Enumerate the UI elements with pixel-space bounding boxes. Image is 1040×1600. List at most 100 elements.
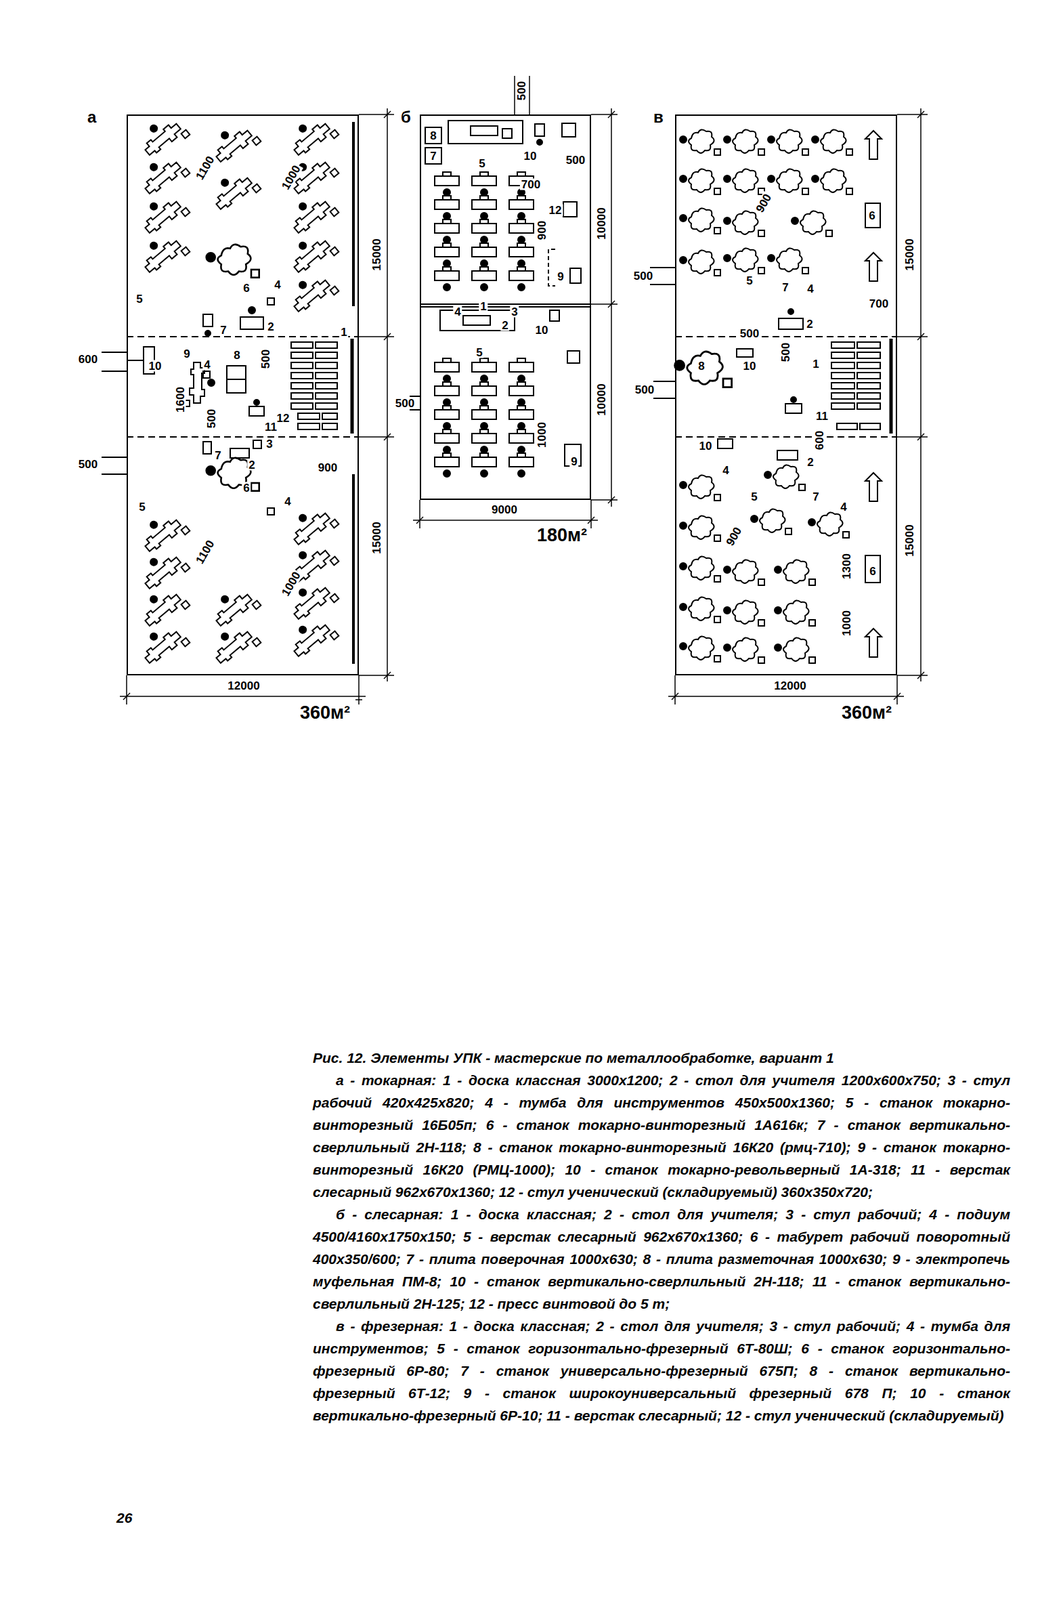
callout-number: 6 xyxy=(868,565,877,577)
callout-number: 1 xyxy=(339,326,349,338)
dimension-label: 12000 xyxy=(226,679,261,692)
callout-number: 9 xyxy=(569,455,579,468)
callout-number: 6 xyxy=(241,282,251,294)
callout-number: 7 xyxy=(780,281,790,294)
dimension-label: 500 xyxy=(260,348,272,370)
dimension-label: 900 xyxy=(723,524,745,550)
callout-number: 7 xyxy=(213,449,223,462)
callout-number: 5 xyxy=(134,293,144,305)
dimension-label: 700 xyxy=(520,178,542,191)
callout-number: 8 xyxy=(696,360,706,372)
legend-paragraph: в - фрезерная: 1 - доска классная; 2 - с… xyxy=(312,1314,1011,1426)
callout-number: 10 xyxy=(742,360,758,372)
workbenches xyxy=(434,171,534,477)
dimension-label: 500 xyxy=(632,270,655,282)
callout-number: 2 xyxy=(266,320,275,333)
callout-number: 1 xyxy=(811,358,820,370)
callout-number: 8 xyxy=(232,349,242,361)
plan-a-fixtures xyxy=(101,121,359,664)
plan-letter: б xyxy=(400,109,411,126)
callout-number: 2 xyxy=(805,318,814,330)
callout-number: 2 xyxy=(805,456,815,468)
dimension-label: 1100 xyxy=(192,153,217,183)
callout-number: 10 xyxy=(698,440,714,452)
dimension-label: 360м² xyxy=(840,703,894,722)
plan-letter: в xyxy=(653,109,664,126)
dimension-label: 900 xyxy=(316,461,339,474)
callout-number: 6 xyxy=(241,482,251,494)
dimension-label: 500 xyxy=(738,327,761,340)
callout-number: 1 xyxy=(478,300,488,313)
milling-machines xyxy=(675,129,853,663)
callout-number: 11 xyxy=(814,410,830,422)
dimension-label: 700 xyxy=(868,297,890,310)
callout-number: 6 xyxy=(867,209,877,222)
callout-number: 12 xyxy=(275,412,292,424)
dimension-label: 15000 xyxy=(371,236,383,272)
dimension-label: 1000 xyxy=(278,162,304,193)
figure-caption: Рис. 12. Элементы УПК - мастерские по ме… xyxy=(312,1046,1011,1069)
dimension-label: 500 xyxy=(633,383,656,396)
dimension-label: 15000 xyxy=(371,520,383,555)
dimension-label: 15000 xyxy=(903,236,916,272)
callout-number: 4 xyxy=(721,464,730,476)
workshop-plan: в xyxy=(675,114,898,676)
dimension-lines xyxy=(668,108,928,705)
dimension-label: 500 xyxy=(77,458,99,470)
dimension-label: 500 xyxy=(515,79,528,102)
page-number: 26 xyxy=(116,1509,133,1525)
dimension-label: 500 xyxy=(780,341,792,363)
callout-number: 4 xyxy=(272,278,282,291)
callout-number: 5 xyxy=(744,274,754,287)
dimension-label: 360м² xyxy=(298,703,352,722)
callout-number: 7 xyxy=(218,324,228,336)
dimension-label: 9000 xyxy=(490,503,519,516)
dimension-label: 10000 xyxy=(595,381,608,417)
student-chairs xyxy=(291,341,338,430)
callout-number: 2 xyxy=(247,459,256,471)
callout-number: 10 xyxy=(147,360,164,372)
dimension-lines xyxy=(119,108,395,705)
legend-paragraph: б - слесарная: 1 - доска классная; 2 - с… xyxy=(312,1202,1011,1315)
plan-letter: а xyxy=(87,109,97,126)
dimension-label: 180м² xyxy=(535,526,589,545)
dimension-label: 600 xyxy=(77,353,99,365)
dimension-lines xyxy=(413,75,618,529)
callout-number: 7 xyxy=(428,150,438,162)
callout-number: 9 xyxy=(555,270,565,283)
dimension-label: 500 xyxy=(205,407,218,430)
callout-number: 5 xyxy=(477,157,487,170)
workshop-plan: а xyxy=(126,114,359,676)
dimension-label: 900 xyxy=(536,219,548,242)
callout-number: 5 xyxy=(474,346,484,359)
dimension-label: 1100 xyxy=(192,536,217,567)
dimension-label: 1300 xyxy=(840,551,853,581)
plan-b-fixtures xyxy=(409,120,592,466)
callout-number: 12 xyxy=(547,204,564,216)
dimension-label: 10000 xyxy=(595,205,608,241)
callout-number: 4 xyxy=(283,495,292,508)
student-chairs xyxy=(831,341,881,430)
callout-number: 10 xyxy=(522,150,539,162)
workshop-plan: б xyxy=(419,114,592,500)
callout-number: 2 xyxy=(500,319,510,332)
dimension-label: 1000 xyxy=(536,420,548,449)
dimension-label: 15000 xyxy=(903,522,916,558)
dimension-label: 600 xyxy=(813,429,826,451)
plan-c-fixtures xyxy=(650,130,898,657)
callout-number: 3 xyxy=(509,306,519,318)
callout-number: 8 xyxy=(428,130,438,142)
callout-number: 4 xyxy=(838,501,848,513)
legend-paragraph: а - токарная: 1 - доска классная 3000х12… xyxy=(312,1068,1011,1203)
figure-caption-block: Рис. 12. Элементы УПК - мастерские по ме… xyxy=(312,1046,1011,1426)
callout-number: 4 xyxy=(452,306,462,318)
callout-number: 5 xyxy=(137,501,147,513)
dimension-label: 12000 xyxy=(772,679,808,692)
callout-number: 4 xyxy=(202,358,212,371)
dimension-label: 500 xyxy=(394,397,416,409)
dimension-label: 1000 xyxy=(840,608,853,638)
callout-number: 9 xyxy=(182,348,191,360)
dimension-label: 900 xyxy=(753,190,775,216)
